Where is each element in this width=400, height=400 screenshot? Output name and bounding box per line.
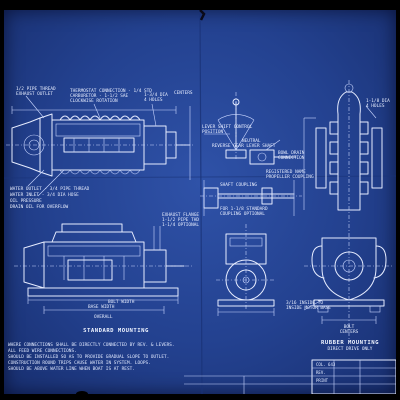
dim-bolt-width: BOLT WIDTH xyxy=(108,299,135,305)
engine-plan-view xyxy=(303,80,383,340)
view-caption-standard: STANDARD MOUNTING xyxy=(83,328,149,334)
callout-drain-oil: DRAIN OIL FOR OVERFLOW xyxy=(10,204,69,210)
title-block-row: COL. 643 xyxy=(316,362,336,367)
drawing-notes: WHERE CONNECTIONS SHALL BE DIRECTLY CONN… xyxy=(8,342,175,372)
callout-inside-to: 3/16 INSIDE TO xyxy=(286,300,323,306)
callout-thermostat: THERMOSTAT CONNECTION - 1/4 STD xyxy=(70,88,152,94)
callout-carburetor: CARBURETOR - 1-1/2 SAE xyxy=(70,93,129,99)
callout-registered: REGISTERED NAME xyxy=(266,169,306,175)
note-line: SHOULD BE INSTALLED SO AS TO PROVIDE GRA… xyxy=(8,354,169,360)
callout-rotation: CLOCKWISE ROTATION xyxy=(70,98,118,104)
paper-tear xyxy=(76,391,88,394)
callout-holes-right: 4 HOLES xyxy=(366,103,385,109)
engine-front-end-view xyxy=(216,224,276,316)
engine-standard-mounting-view xyxy=(14,223,192,314)
callout-coupling-optional: COUPLING OPTIONAL xyxy=(220,211,265,217)
callout-bolt: BOLT xyxy=(344,324,355,330)
callout-connection: CONNECTION xyxy=(278,155,305,161)
note-line: SHOULD BE ABOVE WATER LINE WHEN BOAT IS … xyxy=(8,366,135,372)
engine-blueprint-drawing: 1/2 PIPE THREAD EXHAUST OUTLET THERMOSTA… xyxy=(4,10,396,394)
title-block-row: REV. xyxy=(316,370,326,375)
paper-fold-lines xyxy=(4,10,396,394)
callout-optional: 1-1/4 OPTIONAL xyxy=(162,222,199,228)
callout-holes: 4 HOLES xyxy=(144,97,163,103)
callout-bolt-centers: CENTERS xyxy=(340,329,359,335)
callout-bowl-drain: BOWL DRAIN xyxy=(278,150,305,156)
rubber-mounting-view xyxy=(303,237,394,324)
note-line: CONSTRUCTION ROUND TRIPS CAUSE WATER IN … xyxy=(8,360,151,366)
callout-centers: CENTERS xyxy=(174,90,193,96)
callout-standard-coupling: FOR 1-1/8 STANDARD xyxy=(220,206,268,212)
dim-overall: OVERALL xyxy=(94,314,113,320)
callout-water-inlet: WATER INLET - 3/4 DIA HOSE xyxy=(10,192,79,198)
dim-base-width: BASE WIDTH xyxy=(88,304,115,310)
callout-exhaust-flange: EXHAUST FLANGE xyxy=(162,212,199,218)
callout-pipe-thread: 1/2 PIPE THREAD xyxy=(16,86,56,92)
callout-dia: 1-3/4 DIA xyxy=(144,92,168,98)
callout-position: POSITION xyxy=(202,129,224,135)
control-lever-detail xyxy=(204,92,297,165)
callout-pipe-thd: 1-1/2 PIPE THD xyxy=(162,217,199,223)
view-caption-rubber: RUBBER MOUNTING xyxy=(321,340,379,346)
callout-reverse-gear: REVERSE GEAR LEVER SHAFT xyxy=(212,143,276,149)
callout-oil-pressure: OIL PRESSURE xyxy=(10,198,42,204)
callout-exhaust-outlet: EXHAUST OUTLET xyxy=(16,91,53,97)
callout-dia-right: 1-1/8 DIA xyxy=(366,98,390,104)
callout-inside-motor-base: INSIDE MOTOR BASE xyxy=(286,305,331,311)
callout-propeller: PROPELLER COUPLING xyxy=(266,174,314,180)
title-block xyxy=(184,359,396,394)
callout-neutral: NEUTRAL xyxy=(242,138,261,144)
view-caption-rubber-sub: DIRECT DRIVE ONLY xyxy=(328,346,373,352)
callout-shaft-coupling: SHAFT COUPLING xyxy=(220,182,257,188)
engine-side-elevation xyxy=(6,106,194,180)
note-line: ALL FEED WIRE CONNECTIONS. xyxy=(8,348,77,354)
blueprint-sheet: 1/2 PIPE THREAD EXHAUST OUTLET THERMOSTA… xyxy=(4,10,396,394)
side-elevation-leaders xyxy=(25,95,157,197)
shaft-coupling-detail xyxy=(200,180,302,216)
callout-water-outlet: WATER OUTLET - 3/4 PIPE THREAD xyxy=(10,186,90,192)
callout-lever-shift: LEVER SHIFT CONTROL xyxy=(202,124,253,130)
note-line: WHERE CONNECTIONS SHALL BE DIRECTLY CONN… xyxy=(8,342,175,348)
title-block-row: PRINT xyxy=(316,378,329,383)
